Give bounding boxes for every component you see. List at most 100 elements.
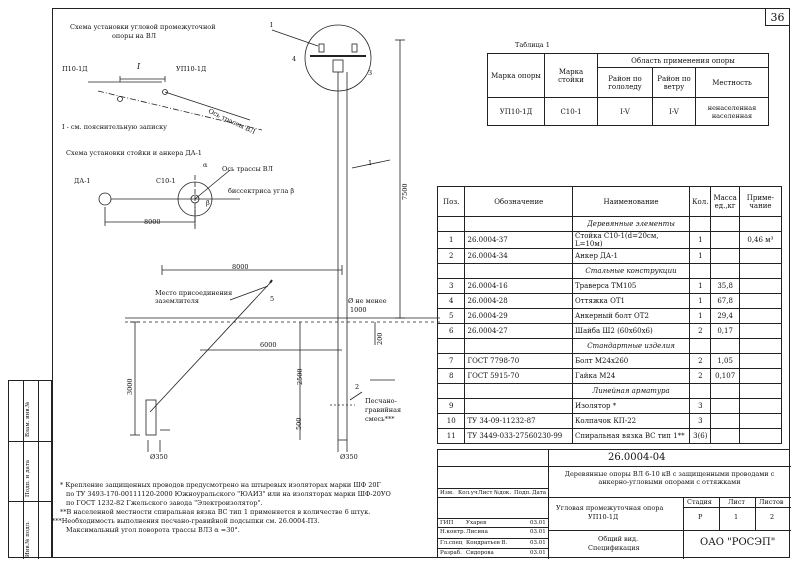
spec-cell-note [738, 383, 783, 399]
spec-h-name: Наименование [571, 186, 691, 217]
spec-cell-pos [436, 383, 466, 399]
spec-cell-note [738, 263, 783, 279]
callout-1: 1 [368, 159, 373, 167]
scheme1-note: I - см. пояснительную записку [62, 123, 167, 131]
spec-cell-pos: 9 [436, 398, 466, 414]
spec-cell-designation [464, 398, 573, 414]
callout-i: I [270, 21, 273, 29]
callout-2: 2 [355, 383, 360, 391]
spec-cell-mass: 0,107 [710, 368, 740, 384]
spec-cell-qty: 3(6) [689, 428, 712, 444]
scheme1-right-pole: УП10-1Д [176, 65, 207, 73]
spec-cell-mass [710, 263, 740, 279]
scheme2-alpha: α [203, 161, 208, 169]
sand-mix-1: Песчано- [365, 397, 397, 405]
scheme2-bisector: биссектриса угла β [228, 187, 295, 195]
spec-cell-designation: 26.0004-37 [464, 231, 573, 249]
spec-cell-designation [464, 263, 573, 279]
spec-cell-pos: 10 [436, 413, 466, 429]
spec-cell-pos [436, 263, 466, 279]
spec-cell-designation: ТУ 3449-033-27560230-99 [464, 428, 573, 444]
stage-label: Стадия [687, 498, 712, 506]
name-nkontr: Лисина [466, 529, 488, 535]
sand-mix-3: смесь*** [365, 415, 395, 423]
spec-h-pos: Поз. [436, 186, 466, 217]
spec-cell-note [738, 293, 783, 309]
date-nkontr: 03.01 [530, 529, 546, 535]
spec-cell-qty [689, 383, 712, 399]
spec-cell-note [738, 428, 783, 444]
spec-cell-name: Деревянные элементы [571, 216, 691, 232]
scheme2-title: Схема установки стойки и анкера ДА-1 [66, 149, 202, 157]
scheme1-left-pole: П10-1Д [62, 65, 88, 73]
spec-cell-pos: 5 [436, 308, 466, 324]
callout-5: 5 [270, 295, 275, 303]
spec-cell-mass [710, 248, 740, 264]
spec-cell-name: Траверса ТМ105 [571, 278, 691, 294]
spec-section-row: Деревянные элементы [436, 216, 783, 232]
binding-strip: Инв.№ подл. Подп. и дата Взам. инв.№ [8, 380, 53, 559]
spec-cell-note [738, 278, 783, 294]
stage-value: Р [698, 513, 703, 521]
dim-6000: 6000 [260, 341, 277, 349]
name-razrab: Сидорова [466, 550, 494, 556]
spec-cell-mass [710, 231, 740, 249]
spec-cell-designation [464, 338, 573, 354]
spec-cell-name: Линейная арматура [571, 383, 691, 399]
role-gip: ГИП [440, 520, 454, 526]
spec-cell-qty: 1 [689, 308, 712, 324]
col-date: Дата [532, 490, 547, 496]
spec-cell-name: Болт М24х260 [571, 353, 691, 369]
t1-h-area: Область применения опоры [597, 53, 769, 68]
spec-cell-name: Гайка М24 [571, 368, 691, 384]
dim-top: 8000 [232, 263, 249, 271]
spec-cell-qty: 1 [689, 248, 712, 264]
spec-cell-name: Колпачок КП-22 [571, 413, 691, 429]
spec-cell-qty [689, 338, 712, 354]
t1-pole: УП10-1Д [487, 97, 545, 126]
dim-200: 200 [376, 332, 384, 345]
spec-cell-qty: 3 [689, 398, 712, 414]
spec-cell-mass [710, 338, 740, 354]
doc-title: Деревянные опоры ВЛ 6-10 кВ с защищенным… [564, 470, 775, 486]
spec-cell-note [738, 368, 783, 384]
spec-cell-mass: 0,17 [710, 323, 740, 339]
note-line: * Крепление защищенных проводов предусмо… [60, 481, 381, 489]
col-kol: Кол.уч [458, 490, 478, 496]
spec-cell-designation: 26.0004-29 [464, 308, 573, 324]
spec-cell-name: Стандартные изделия [571, 338, 691, 354]
spec-cell-qty: 1 [689, 293, 712, 309]
spec-cell-mass [710, 216, 740, 232]
spec-cell-note: 0,46 м³ [738, 231, 783, 249]
spec-cell-designation: 26.0004-27 [464, 323, 573, 339]
spec-cell-note [738, 216, 783, 232]
scheme2-route: Ось трассы ВЛ [222, 165, 273, 173]
callout-4: 4 [292, 55, 297, 63]
t1-h-stand: Марка стойки [544, 53, 598, 98]
spec-cell-qty [689, 216, 712, 232]
spec-cell-qty: 1 [689, 231, 712, 249]
spec-cell-pos: 1 [436, 231, 466, 249]
spec-cell-name: Шайба Ш2 (60х60х6) [571, 323, 691, 339]
spec-cell-pos: 8 [436, 368, 466, 384]
drawing-name-2: УП10-1Д [588, 513, 619, 521]
spec-cell-mass [710, 383, 740, 399]
sheets-label: Листов [759, 498, 784, 506]
spec-section-row: Линейная арматура [436, 383, 783, 399]
col-list: Лист [478, 490, 493, 496]
spec-cell-pos [436, 216, 466, 232]
spec-cell-pos: 3 [436, 278, 466, 294]
spec-cell-qty: 2 [689, 323, 712, 339]
spec-table: Поз. Обозначение Наименование Кол. Масса… [436, 186, 783, 444]
note-line: **В населенной местности спиральная вязк… [60, 508, 371, 516]
note-line: ***Необходимость выполнения песчано-грав… [52, 517, 320, 525]
spec-cell-pos: 11 [436, 428, 466, 444]
spec-cell-pos: 7 [436, 353, 466, 369]
